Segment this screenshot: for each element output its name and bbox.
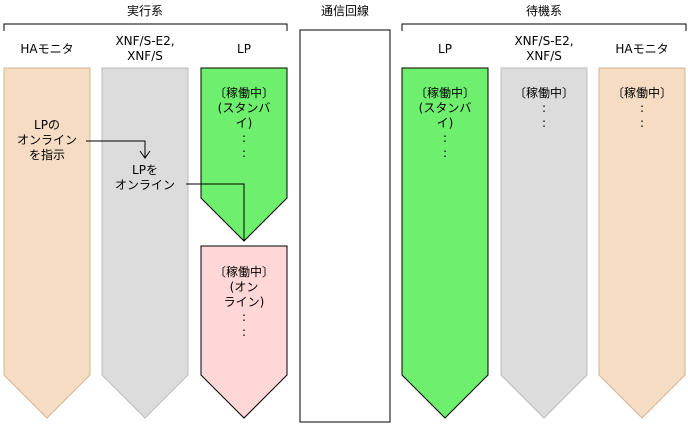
active-group-bracket [3, 23, 288, 31]
standby-group-title: 待機系 [525, 4, 562, 18]
instruct-lp-online-label: LPの オンライン を指示 [16, 118, 77, 162]
standby-lp-state-label: 〔稼働中〕 (スタンバ イ) : : [414, 86, 475, 160]
standby-ha-monitor-header: HAモニタ [615, 42, 669, 56]
standby-xnf-state-label: 〔稼働中〕 : : [513, 86, 574, 130]
active-ha-monitor-header: HAモニタ [20, 42, 74, 56]
standby-ha-monitor-arrow [598, 67, 686, 419]
standby-lp-header: LP [438, 42, 452, 56]
active-lp-state-after-label: 〔稼働中〕 (オン ライン) : : [213, 265, 274, 339]
active-lp-standby-arrow [200, 67, 288, 242]
active-xnf-header: XNF/S-E2, XNF/S [115, 34, 175, 63]
connector-xnf-to-lp [186, 183, 245, 241]
active-xnf-arrow [101, 67, 189, 419]
standby-ha-monitor-state-label: 〔稼働中〕 : : [611, 86, 672, 130]
standby-xnf-header: XNF/S-E2, XNF/S [514, 34, 574, 63]
active-ha-monitor-arrow [3, 67, 91, 419]
standby-xnf-arrow [500, 67, 588, 419]
active-lp-state-label: 〔稼働中〕 (スタンバ イ) : : [213, 86, 274, 160]
communication-line-title: 通信回線 [320, 4, 369, 18]
connector-instruct-to-xnf [86, 140, 146, 158]
standby-group-bracket [401, 23, 687, 31]
active-group-title: 実行系 [126, 4, 163, 18]
active-lp-online-arrow [200, 245, 288, 419]
standby-lp-arrow [401, 67, 489, 419]
active-lp-header: LP [237, 42, 251, 56]
communication-line-box [299, 29, 391, 423]
lp-online-label: LPを オンライン [114, 163, 175, 192]
connector-xnf-arrowhead [139, 150, 151, 159]
